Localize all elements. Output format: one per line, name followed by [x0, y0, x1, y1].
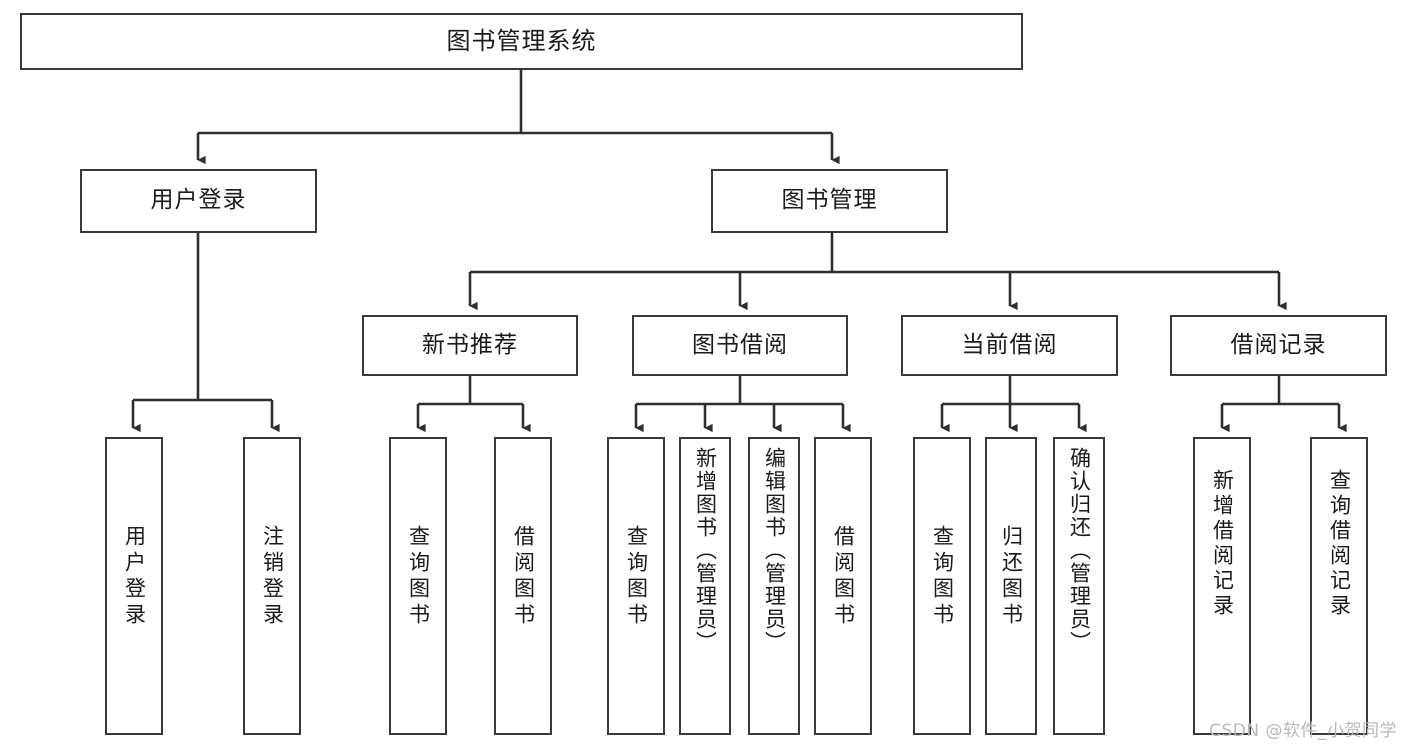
- node-label: 编辑图书（管理员）: [762, 447, 787, 654]
- node-book-borrow[interactable]: 图书借阅: [632, 315, 848, 376]
- node-label: 查询图书: [624, 525, 649, 629]
- node-user-login[interactable]: 用户登录: [80, 169, 317, 233]
- node-label: 查询图书: [930, 525, 955, 629]
- node-label: 确认归还（管理员）: [1067, 447, 1092, 654]
- leaf-current-borrow-search-book[interactable]: 查询图书: [913, 437, 971, 735]
- node-label: 注销登录: [260, 525, 285, 629]
- node-label: 新增图书（管理员）: [693, 447, 718, 654]
- node-label: 查询图书: [406, 525, 431, 629]
- node-label: 用户登录: [122, 525, 147, 629]
- node-label: 借阅图书: [511, 525, 536, 629]
- leaf-borrow-record-add-record[interactable]: 新增借阅记录: [1193, 437, 1251, 735]
- node-label: 借阅记录: [1230, 331, 1327, 358]
- node-label: 用户登录: [150, 187, 247, 214]
- node-label: 归还图书: [999, 525, 1024, 629]
- node-label: 新书推荐: [422, 331, 518, 358]
- leaf-borrow-record-search-record[interactable]: 查询借阅记录: [1310, 437, 1368, 735]
- leaf-book-borrow-borrow-book[interactable]: 借阅图书: [814, 437, 872, 735]
- node-label: 新增借阅记录: [1210, 469, 1235, 619]
- leaf-user-login-logout[interactable]: 注销登录: [243, 437, 301, 735]
- csdn-watermark: CSDN @软件_小贺同学: [1209, 721, 1397, 741]
- leaf-book-borrow-edit-book-admin[interactable]: 编辑图书（管理员）: [748, 437, 800, 735]
- node-label: 图书管理: [781, 187, 878, 214]
- node-current-borrow[interactable]: 当前借阅: [901, 315, 1118, 376]
- node-label: 当前借阅: [961, 331, 1058, 358]
- leaf-book-borrow-add-book-admin[interactable]: 新增图书（管理员）: [679, 437, 731, 735]
- node-borrow-record[interactable]: 借阅记录: [1170, 315, 1387, 376]
- node-label: 查询借阅记录: [1327, 469, 1352, 619]
- leaf-new-book-borrow-book[interactable]: 借阅图书: [494, 437, 552, 735]
- node-book-management[interactable]: 图书管理: [711, 169, 948, 233]
- node-new-book-recommend[interactable]: 新书推荐: [362, 315, 578, 376]
- leaf-current-borrow-confirm-return-admin[interactable]: 确认归还（管理员）: [1053, 437, 1105, 735]
- leaf-book-borrow-search-book[interactable]: 查询图书: [607, 437, 665, 735]
- node-root-system[interactable]: 图书管理系统: [20, 13, 1023, 70]
- leaf-user-login-login[interactable]: 用户登录: [105, 437, 163, 735]
- node-label: 图书借阅: [692, 331, 788, 358]
- node-label: 图书管理系统: [446, 27, 597, 56]
- leaf-current-borrow-return-book[interactable]: 归还图书: [985, 437, 1037, 735]
- leaf-new-book-search-book[interactable]: 查询图书: [389, 437, 447, 735]
- node-label: 借阅图书: [831, 525, 856, 629]
